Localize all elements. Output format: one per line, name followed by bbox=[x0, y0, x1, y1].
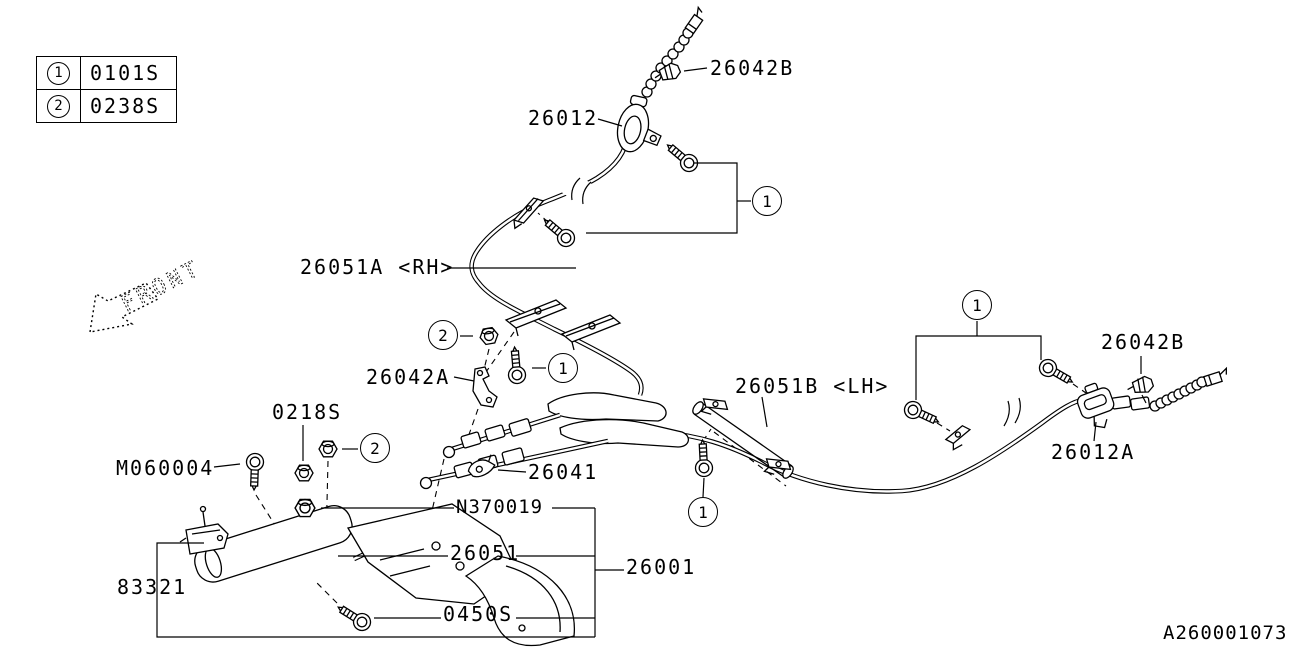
label-m060004: M060004 bbox=[116, 456, 215, 480]
clip-26042b-right bbox=[1125, 374, 1155, 397]
label-26051a-rh: 26051A <RH> bbox=[300, 255, 455, 279]
label-26042a: 26042A bbox=[366, 365, 451, 389]
lever-grip bbox=[194, 505, 353, 583]
legend-row: 1 0101S bbox=[37, 57, 176, 89]
clip-26041 bbox=[467, 454, 496, 478]
lever-sector bbox=[464, 555, 575, 647]
ref-circle-1: 1 bbox=[688, 497, 718, 527]
legend-row: 2 0238S bbox=[37, 89, 176, 122]
equalizer-26012a bbox=[1076, 382, 1115, 429]
cable-yokes bbox=[547, 392, 689, 448]
legend-code-2: 0238S bbox=[90, 94, 161, 118]
label-0450s: 0450S bbox=[443, 602, 514, 626]
label-n370019: N370019 bbox=[456, 496, 544, 518]
lever-assembly-26001 bbox=[194, 503, 575, 647]
front-arrow: FRONT bbox=[89, 255, 206, 333]
nut-2-middle bbox=[478, 326, 500, 346]
screw-0450s bbox=[333, 599, 375, 635]
legend-ref-2: 2 bbox=[47, 94, 70, 118]
label-26041: 26041 bbox=[528, 460, 599, 484]
bolt-1-lh bbox=[693, 438, 714, 478]
nut-2-left bbox=[318, 440, 338, 458]
nut-n370019 bbox=[294, 498, 316, 518]
diagram-code: A260001073 bbox=[1163, 622, 1288, 644]
bolt-1-top bbox=[661, 137, 702, 176]
label-26051: 26051 bbox=[450, 541, 521, 565]
legend-table: 1 0101S 2 0238S bbox=[36, 56, 177, 123]
switch-83321 bbox=[179, 505, 229, 555]
label-83321: 83321 bbox=[117, 575, 188, 599]
cable-adjusters bbox=[419, 412, 609, 490]
leader-lines bbox=[156, 67, 1147, 638]
legend-ref-1: 1 bbox=[47, 61, 70, 85]
label-26012a: 26012A bbox=[1051, 440, 1136, 464]
bracket-26042a bbox=[472, 366, 498, 408]
label-26042b-right: 26042B bbox=[1101, 330, 1186, 354]
label-26001: 26001 bbox=[626, 555, 697, 579]
cable-bracket-upper bbox=[512, 197, 545, 230]
ref-circle-2: 2 bbox=[360, 433, 390, 463]
lh-cable-coil bbox=[1149, 366, 1228, 412]
ref-circle-1: 1 bbox=[752, 186, 782, 216]
legend-code-1: 0101S bbox=[90, 61, 161, 85]
rh-cable-coil bbox=[641, 5, 704, 98]
front-label: FRONT bbox=[117, 256, 205, 317]
dashed-lines bbox=[231, 76, 1087, 604]
label-26042b-top: 26042B bbox=[710, 56, 795, 80]
bolt-1-middle bbox=[505, 345, 527, 385]
ref-circle-1: 1 bbox=[962, 290, 992, 320]
cable-clamp bbox=[942, 423, 975, 452]
ref-circle-2: 2 bbox=[428, 320, 458, 350]
bolt-1-rear-right bbox=[1035, 355, 1078, 391]
bolt-1-rear-left bbox=[901, 398, 943, 431]
label-26012: 26012 bbox=[528, 106, 599, 130]
label-26051b-lh: 26051B <LH> bbox=[735, 374, 890, 398]
rear-cable-lh bbox=[661, 366, 1228, 494]
bolt-m060004 bbox=[244, 452, 265, 491]
rear-cable-rh bbox=[469, 5, 704, 396]
label-0218s: 0218S bbox=[272, 400, 343, 424]
cable-clamp-middle bbox=[504, 299, 622, 351]
ref-circle-1: 1 bbox=[548, 353, 578, 383]
junction-26012 bbox=[616, 94, 662, 153]
nut-0218s bbox=[294, 464, 314, 482]
